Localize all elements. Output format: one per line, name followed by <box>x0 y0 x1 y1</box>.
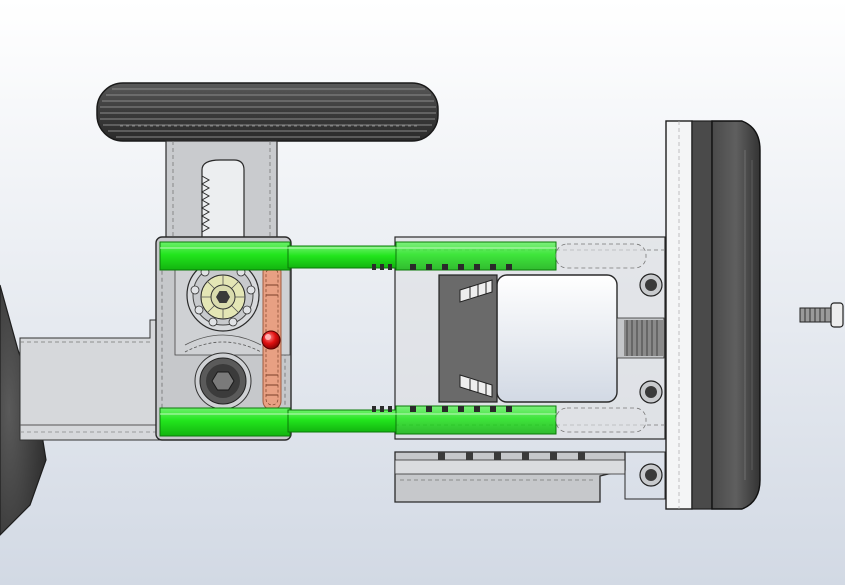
hex-socket-screw-icon[interactable] <box>194 352 252 414</box>
ribbed-grip-pad-icon <box>100 88 436 138</box>
receiver-bar[interactable] <box>19 319 166 441</box>
frame-bolt <box>639 463 663 487</box>
riser-post[interactable] <box>165 140 278 242</box>
ratchet-slot-icon <box>200 159 245 241</box>
butt-pad-icon[interactable] <box>665 120 761 510</box>
lower-rail[interactable] <box>394 451 666 503</box>
guide-rod-lower[interactable] <box>159 405 647 437</box>
spring-arc <box>184 334 262 353</box>
rod-notches <box>372 264 512 270</box>
loose-cap-screw-icon[interactable] <box>799 302 844 328</box>
guide-rod-upper[interactable] <box>159 241 647 271</box>
gear-knob-icon[interactable] <box>186 258 260 332</box>
frame-bolt <box>639 273 663 297</box>
threaded-spacer <box>616 317 665 359</box>
frame-bolt <box>639 380 663 404</box>
sliding-plate-icon[interactable] <box>438 274 498 403</box>
selected-pin[interactable] <box>261 330 281 350</box>
cheek-riser-grip[interactable] <box>96 82 439 142</box>
rod-notches <box>372 406 512 412</box>
